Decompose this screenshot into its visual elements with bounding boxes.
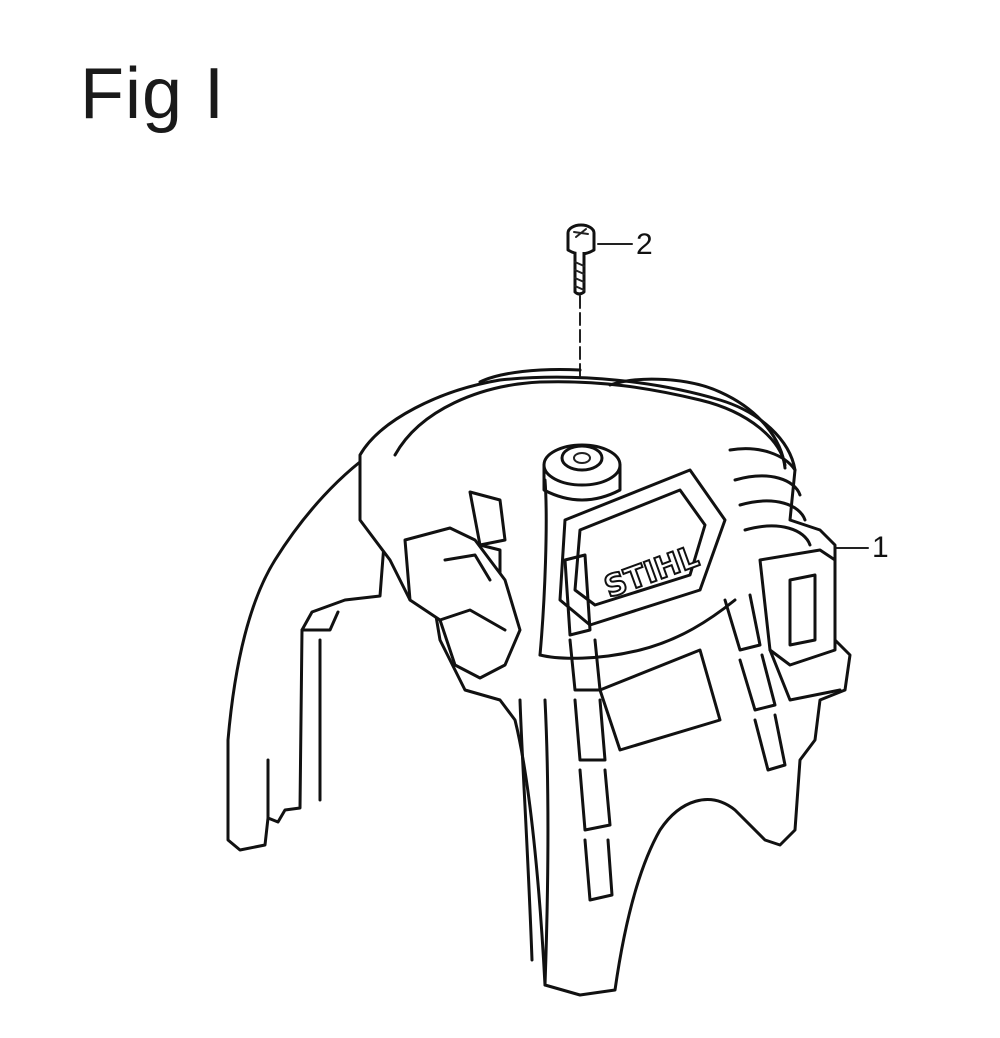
- callout-label-cover: 1: [872, 531, 889, 564]
- cover-part: STIHL: [226, 368, 852, 997]
- figure-title: Fig I: [80, 54, 226, 134]
- screw-part: [566, 223, 596, 463]
- callout-label-screw: 2: [636, 228, 653, 261]
